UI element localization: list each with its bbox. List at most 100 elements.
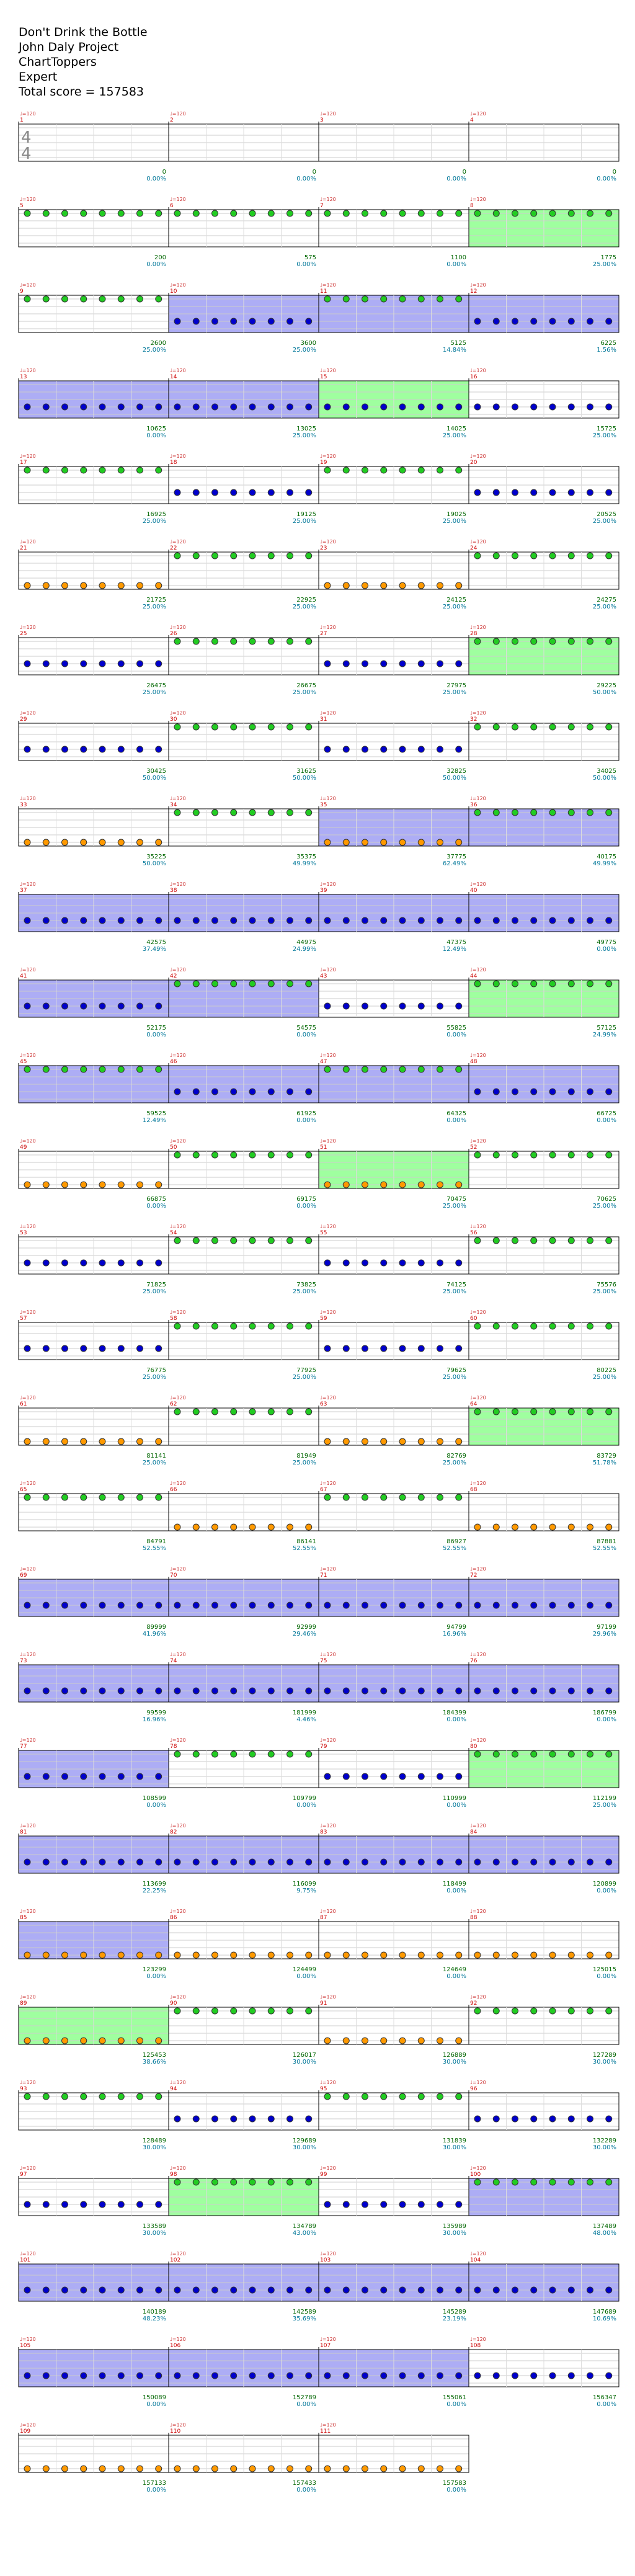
measure-number: 8 <box>470 203 474 209</box>
note <box>437 2037 443 2044</box>
tempo-marker: ♩=120 <box>170 1737 186 1743</box>
note <box>605 809 613 816</box>
note <box>324 1602 331 1609</box>
note <box>587 552 593 559</box>
note <box>117 2037 125 2044</box>
measure-percent: 0.00% <box>446 2487 466 2494</box>
measure-percent: 25.00% <box>593 1288 616 1295</box>
note <box>399 2372 406 2379</box>
note <box>605 1523 613 1531</box>
note <box>549 552 556 559</box>
note <box>605 1151 613 1159</box>
note <box>605 1408 613 1415</box>
note <box>155 1002 162 1010</box>
note <box>492 1951 500 1959</box>
measure-number: 34 <box>170 802 177 808</box>
measure-percent: 50.00% <box>143 860 166 867</box>
note <box>305 2115 313 2123</box>
note <box>24 1002 31 1010</box>
measure-number: 101 <box>20 2257 30 2263</box>
note <box>305 403 313 411</box>
measure-number: 16 <box>470 374 477 380</box>
note <box>455 1259 463 1267</box>
note <box>380 660 388 667</box>
note <box>605 1750 613 1758</box>
note <box>492 1602 500 1609</box>
tempo-marker: ♩=120 <box>470 197 486 202</box>
note <box>230 2115 238 2123</box>
note <box>417 582 425 589</box>
measure-number: 111 <box>320 2428 331 2435</box>
measure-score: 57125 <box>597 1025 616 1032</box>
measure-number: 27 <box>320 631 327 637</box>
measure-number: 64 <box>470 1401 477 1407</box>
measure-number: 1 <box>20 117 24 123</box>
measure-percent: 0.00% <box>597 1117 616 1124</box>
note <box>42 839 50 846</box>
note <box>61 1951 68 1959</box>
note <box>417 1773 425 1780</box>
note <box>530 1602 538 1609</box>
note <box>605 980 613 987</box>
measure-percent: 0.00% <box>146 1802 166 1809</box>
note <box>80 1602 87 1609</box>
note <box>417 1951 425 1959</box>
measure-percent: 0.00% <box>597 1887 616 1894</box>
note <box>474 1408 481 1415</box>
note <box>230 723 238 731</box>
note <box>399 746 406 753</box>
note <box>286 1951 293 1959</box>
tempo-marker: ♩=120 <box>470 1395 486 1401</box>
note <box>174 2115 181 2123</box>
note <box>249 403 256 411</box>
note <box>512 1951 518 1959</box>
note <box>567 980 575 987</box>
note <box>362 1066 368 1073</box>
note <box>136 660 143 667</box>
note <box>42 746 50 753</box>
note <box>230 552 238 559</box>
song-charter: ChartToppers <box>19 55 97 69</box>
note <box>455 1066 463 1073</box>
note <box>24 295 31 303</box>
measure-percent: 30.00% <box>143 2230 166 2237</box>
note <box>192 2115 200 2123</box>
tempo-marker: ♩=120 <box>320 2422 336 2428</box>
measure-score: 54575 <box>296 1025 316 1032</box>
note <box>587 1408 593 1415</box>
measure-score: 2600 <box>151 340 166 347</box>
note <box>455 1951 463 1959</box>
measure-percent: 25.00% <box>443 1460 466 1466</box>
note <box>61 295 68 303</box>
note <box>99 2201 106 2208</box>
note <box>155 1438 162 1445</box>
measure-score: 124649 <box>443 1966 466 1973</box>
note <box>99 1345 106 1352</box>
measure-percent: 0.00% <box>296 261 316 268</box>
note <box>267 1951 275 1959</box>
note <box>474 2286 481 2294</box>
measure-number: 59 <box>320 1316 327 1322</box>
note <box>305 2178 313 2186</box>
tempo-marker: ♩=120 <box>170 1224 186 1229</box>
measure-percent: 0.00% <box>446 1802 466 1809</box>
measure-score: 14025 <box>446 426 466 432</box>
tempo-marker: ♩=120 <box>470 453 486 459</box>
note <box>24 1438 31 1445</box>
note <box>380 210 388 217</box>
note <box>249 552 256 559</box>
note <box>530 489 538 496</box>
note <box>362 1002 368 1010</box>
note <box>249 1322 256 1330</box>
note <box>211 1088 218 1095</box>
note <box>530 1322 538 1330</box>
measure-score: 118499 <box>443 1881 466 1887</box>
tempo-marker: ♩=120 <box>170 1138 186 1144</box>
measure-percent: 0.00% <box>446 1887 466 1894</box>
note <box>492 809 500 816</box>
note <box>80 295 87 303</box>
note <box>567 1088 575 1095</box>
tempo-marker: ♩=120 <box>470 1053 486 1058</box>
tempo-marker: ♩=120 <box>470 710 486 716</box>
tempo-marker: ♩=120 <box>320 2080 336 2085</box>
